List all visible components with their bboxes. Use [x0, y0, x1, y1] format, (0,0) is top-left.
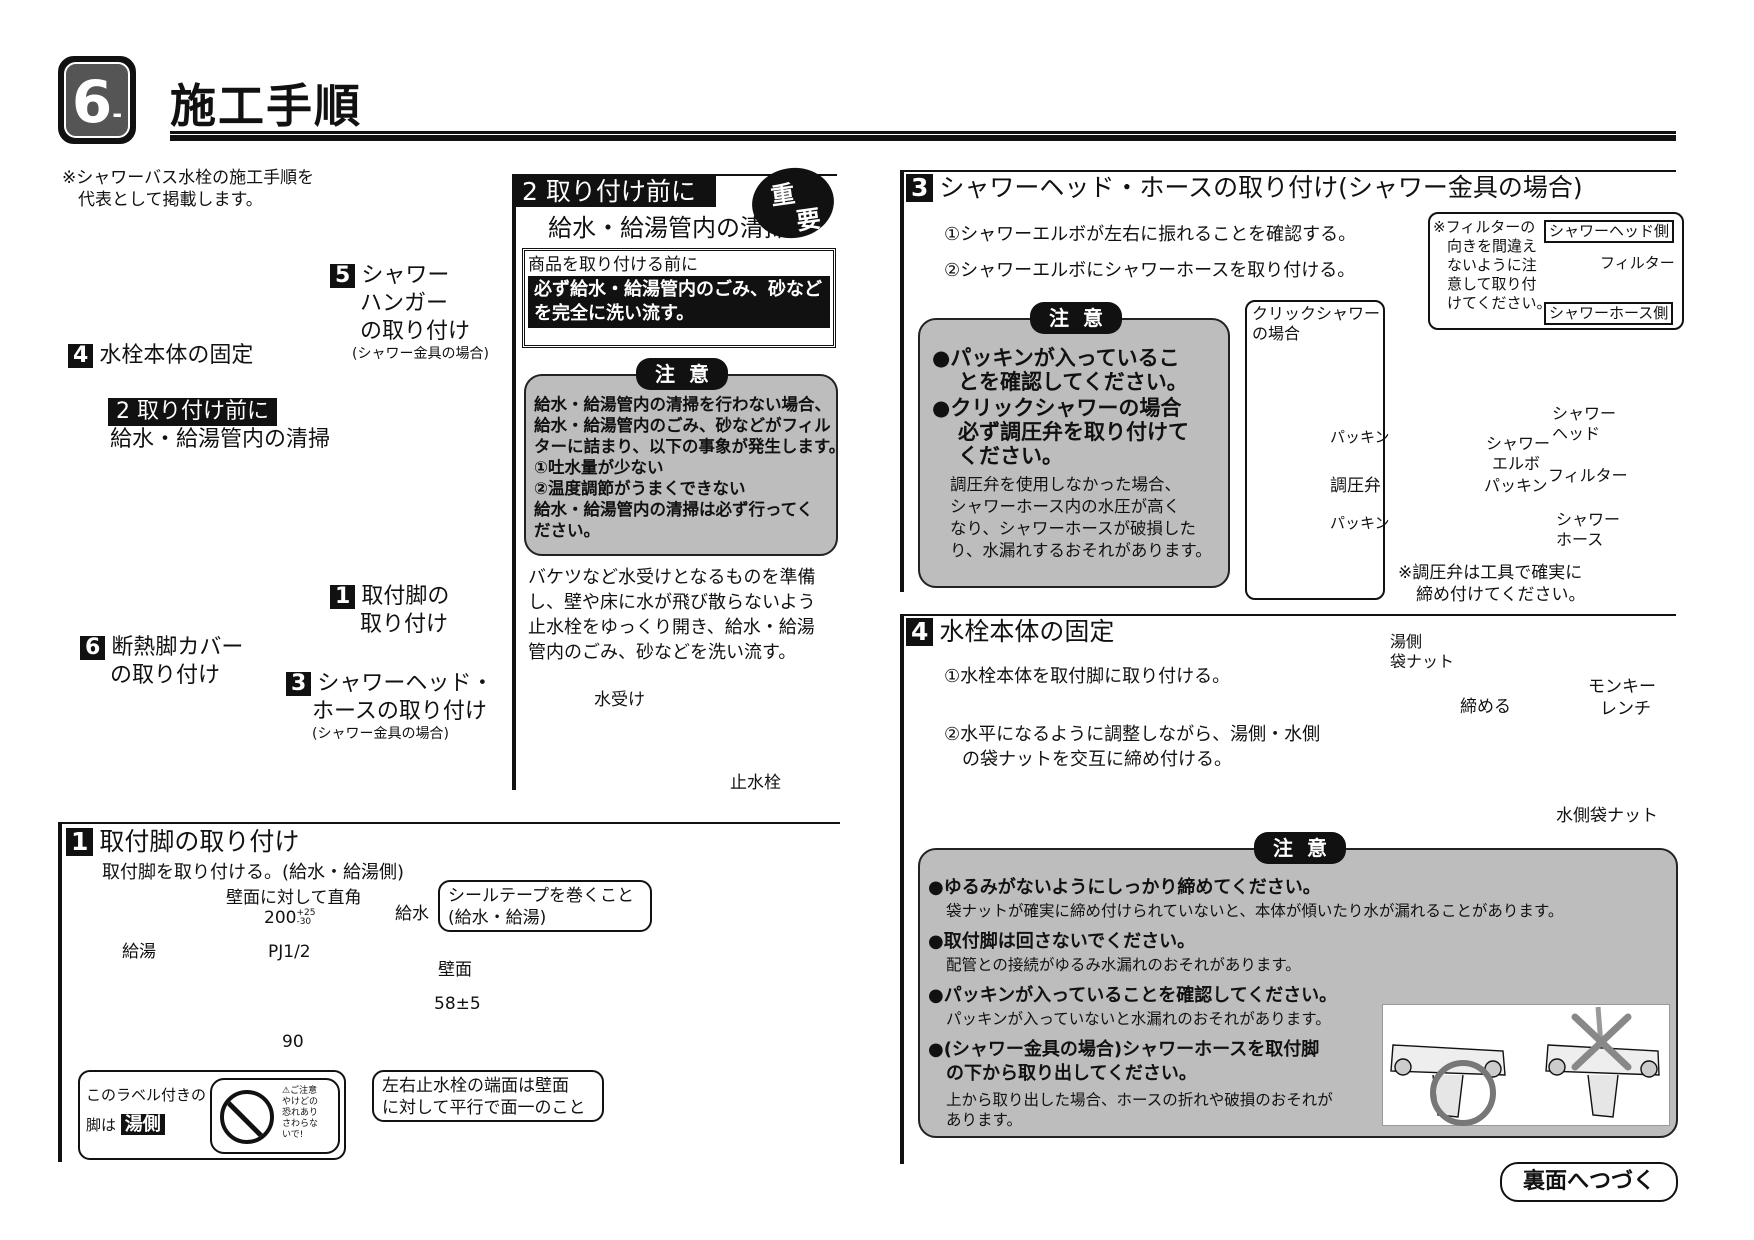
label-hose: シャワーホース — [1556, 510, 1621, 549]
svg-text:PUSH: PUSH — [125, 482, 156, 493]
sec3-step2: ②シャワーエルボにシャワーホースを取り付ける。 — [944, 260, 1356, 281]
badge-main: 6 — [71, 68, 113, 136]
sec1-left-rule — [58, 822, 62, 1162]
sec3-left-rule — [900, 170, 904, 592]
sec4-left-rule — [900, 614, 904, 1164]
label-hose-side: シャワーホース側 — [1544, 302, 1674, 325]
no-touch-hand-icon — [220, 1090, 274, 1144]
filter-note-box — [1428, 212, 1684, 330]
sec1-subtitle: 取付脚を取り付ける。(給水・給湯側) — [102, 862, 405, 883]
sec4-step2: ②水平になるように調整しながら、湯側・水側の袋ナットを交互に締め付ける。 — [944, 724, 1321, 770]
sec3-caution-text: ●パッキンが入っていることを確認してください。 ●クリックシャワーの場合必ず調圧… — [932, 346, 1212, 560]
hot-side-badge: 湯側 — [120, 1114, 165, 1135]
label-right-angle: 壁面に対して直角 — [226, 888, 362, 908]
sec2-caution-text: 給水・給湯管内の清掃を行わない場合、給水・給湯管内のごみ、砂などがフィルターに詰… — [534, 395, 846, 540]
sec3-caution-box — [918, 318, 1230, 588]
dim-58: 58±5 — [434, 994, 481, 1014]
sec3-top-rule — [900, 170, 1676, 172]
sec2-left-rule — [512, 174, 516, 790]
parallel-note: 左右止水栓の端面は壁面に対して平行で面一のこと — [372, 1070, 604, 1122]
label-filter-2: フィルター — [1548, 466, 1628, 485]
box-head: 商品を取り付ける前に — [528, 255, 698, 275]
label-packing-3: パッキン — [1484, 476, 1548, 495]
badge-sub: -1 — [88, 100, 123, 168]
sec2-subtitle: 給水・給湯管内の清掃 — [548, 214, 788, 242]
sec1-top-rule — [58, 822, 840, 824]
caution-sticker: ⚠ご注意やけどの恐れありさわらないで! — [210, 1078, 340, 1154]
label-elbow: シャワーエルボ — [1486, 434, 1551, 473]
label-wrench: モンキーレンチ — [1588, 677, 1656, 719]
label-hot-nut: 湯側袋ナット — [1390, 632, 1455, 671]
label-packing-2: パッキン — [1330, 514, 1390, 532]
label-packing-1: パッキン — [1330, 428, 1390, 446]
seal-tape-note: シールテープを巻くこと(給水・給湯) — [438, 880, 652, 932]
tool-note: ※調圧弁は工具で確実に締め付けてください。 — [1398, 563, 1586, 605]
label-bucket: 水受け — [594, 690, 645, 710]
hot-label-note: このラベル付きの 脚は 湯側 ⚠ご注意やけどの恐れありさわらないで! — [78, 1070, 346, 1160]
sec2-body: バケツなど水受けとなるものを準備し、壁や床に水が飛び散らないよう止水栓をゆっくり… — [528, 567, 816, 663]
label-supply-water: 給水 — [395, 904, 429, 924]
click-shower-title: クリックシャワーの場合 — [1252, 304, 1381, 343]
sec2-caution-label: 注意 — [636, 358, 728, 390]
label-regulator: 調圧弁 — [1330, 476, 1381, 496]
title-rule — [170, 131, 1676, 141]
sec2-instruction-box: 商品を取り付ける前に 必ず給水・給湯管内のごみ、砂など を完全に洗い流す。 — [522, 248, 836, 348]
label-supply-hot: 給湯 — [122, 942, 156, 962]
label-head-side: シャワーヘッド側 — [1544, 220, 1675, 243]
sec3-step1: ①シャワーエルボが左右に振れることを確認する。 — [944, 224, 1357, 245]
sec3-caution-label: 注意 — [1030, 302, 1122, 334]
filter-note-text: ※フィルターの向きを間違えないように注意して取り付けてください。 — [1433, 218, 1552, 312]
dim-200: 200+25-30 — [264, 908, 316, 928]
sec4-step1: ①水栓本体を取付脚に取り付ける。 — [944, 666, 1231, 687]
dim-90: 90 — [282, 1032, 304, 1052]
sec2-title: 2 取り付け前に — [514, 176, 716, 208]
label-pj: PJ1/2 — [268, 942, 311, 962]
continue-on-back-tag: 裏面へつづく — [1500, 1162, 1678, 1202]
sec4-caution-items: ●ゆるみがないようにしっかり締めてください。 袋ナットが確実に締め付けられていな… — [928, 877, 1564, 1129]
label-tighten: 締める — [1460, 697, 1511, 717]
label-stop-valve: 止水栓 — [730, 773, 781, 793]
label-shower-head: シャワーヘッド — [1552, 404, 1617, 443]
page-title: 施工手順 — [170, 79, 362, 133]
label-cold-nut: 水側袋ナット — [1556, 806, 1658, 826]
hose-routing-illustration — [1382, 1004, 1670, 1126]
label-filter: フィルター — [1600, 254, 1675, 272]
click-shower-box — [1245, 300, 1385, 600]
sec4-top-rule — [900, 614, 1676, 616]
page-number-badge: 6-1 — [58, 56, 136, 168]
sec2-caution-box — [524, 374, 838, 556]
sec2-top-rule — [512, 174, 837, 176]
label-wall: 壁面 — [438, 960, 472, 980]
sec4-caution-label: 注意 — [1254, 832, 1346, 864]
